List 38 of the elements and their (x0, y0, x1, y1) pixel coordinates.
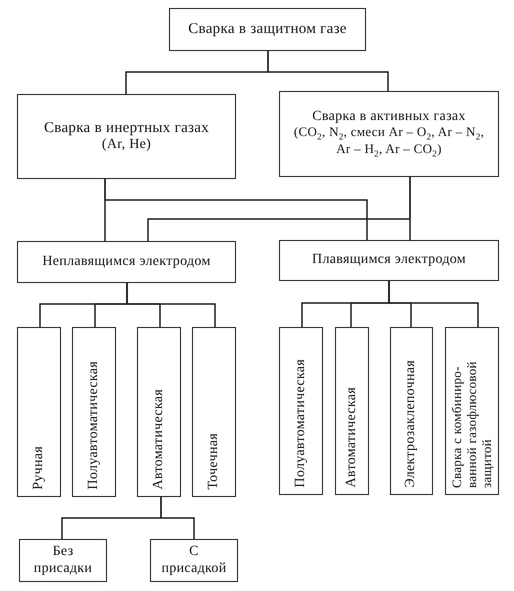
connector-line (409, 177, 411, 240)
box-heading: Сварка в активных газах (312, 108, 466, 125)
connector-line (160, 497, 195, 539)
process-box (19, 539, 107, 582)
box-heading: Неплавящимся электродом (42, 254, 211, 270)
process-box (390, 327, 433, 495)
process-box (192, 327, 236, 497)
process-box (17, 94, 236, 179)
box-heading: С присадкой (160, 544, 228, 577)
box-subtext: (Ar, He) (102, 137, 152, 154)
box-heading: Автоматическая (150, 389, 167, 490)
process-box (279, 327, 323, 495)
box-heading: Полуавтоматическая (292, 359, 309, 488)
process-box (445, 327, 499, 495)
box-heading: Сварка в защитном газе (188, 20, 347, 38)
process-box (279, 240, 499, 281)
process-box (279, 91, 499, 177)
connector-line (104, 179, 368, 240)
process-box (17, 327, 61, 497)
process-box (17, 241, 236, 283)
process-box (335, 327, 369, 495)
connector-line (126, 283, 216, 327)
process-box (72, 327, 116, 497)
box-heading: Плавящимся электродом (312, 252, 466, 269)
process-box (169, 8, 366, 51)
box-subtext: (CO$_{2}$, N$_{2}$, смеси Ar – O$_{2}$, Ar – N$_{2}$, Ar – H$_{2}$, Ar – CO$_{2}$) (292, 125, 486, 160)
process-box (150, 539, 238, 582)
box-heading: Сварка с комбиниро-ванной газофлюсовой защитой (450, 360, 494, 488)
box-heading: Полуавтоматическая (86, 361, 102, 490)
process-box (137, 327, 181, 497)
box-heading: Без присадки (32, 544, 94, 577)
box-heading: Сварка в инертных газах (44, 120, 210, 138)
box-heading: Точечная (206, 433, 222, 490)
box-heading: Ручная (30, 446, 47, 490)
box-heading: Автоматическая (344, 387, 360, 488)
box-heading: Электрозаклепочная (403, 360, 420, 488)
connector-line (388, 281, 479, 327)
connector-line (267, 51, 389, 91)
